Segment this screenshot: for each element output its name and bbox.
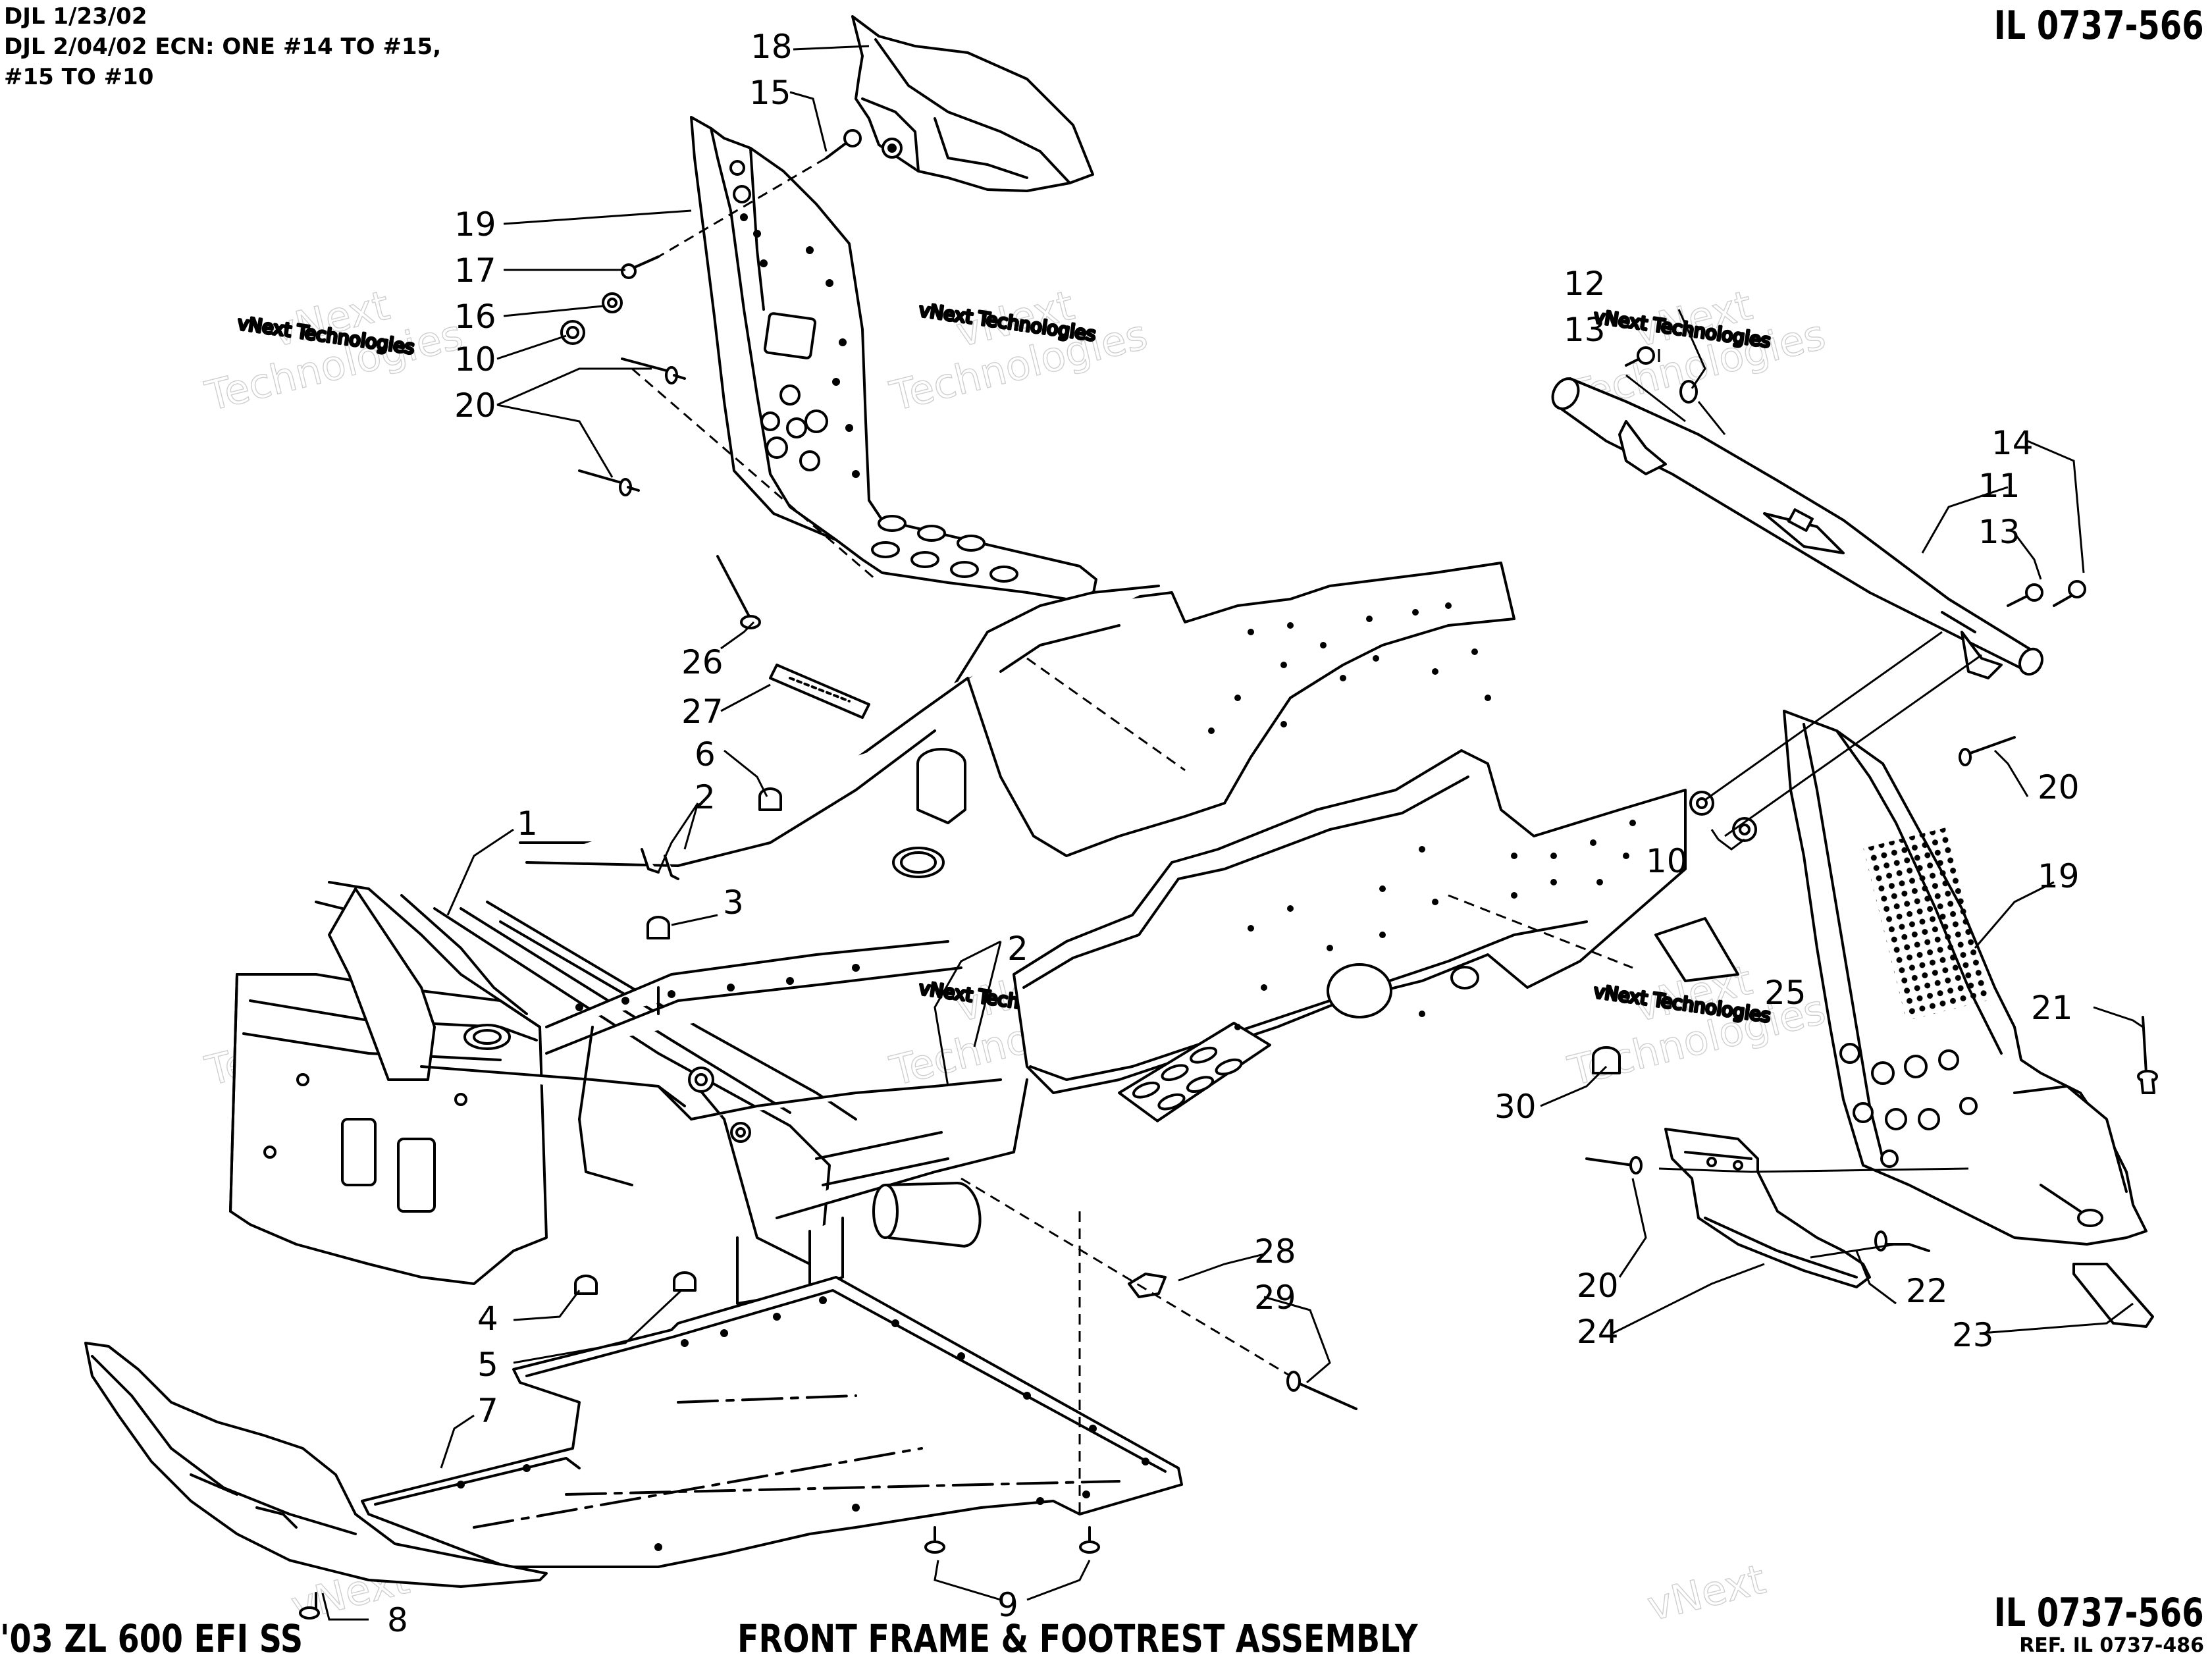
- callout-30: 30: [1494, 1088, 1537, 1126]
- part-19-footrest-left: [690, 116, 1097, 600]
- model-name: '03 ZL 600 EFI SS: [0, 1616, 303, 1661]
- reference-number: REF. IL 0737-486: [2019, 1634, 2204, 1657]
- callout-19b: 19: [2038, 857, 2080, 895]
- callout-19: 19: [454, 205, 496, 244]
- part-11-steering-tube: [1551, 377, 2043, 679]
- callout-16: 16: [454, 298, 496, 336]
- leader-lines: [321, 45, 2144, 1621]
- revision-note-2: DJL 2/04/02 ECN: ONE #14 TO #15,: [4, 34, 442, 60]
- callout-3: 3: [723, 883, 744, 922]
- callout-25: 25: [1764, 974, 1806, 1012]
- watermark-text: vNext: [1643, 1555, 1770, 1631]
- callout-22: 22: [1906, 1272, 1948, 1310]
- part-8-skid-plate: [84, 1342, 548, 1588]
- callout-9: 9: [997, 1586, 1018, 1624]
- part-18-cover: [851, 15, 1094, 192]
- callout-2b: 2: [1007, 930, 1028, 968]
- callout-11: 11: [1978, 467, 2020, 505]
- assembly-title: FRONT FRAME & FOOTREST ASSEMBLY: [737, 1616, 1418, 1661]
- tunnel-holes: [1208, 602, 1636, 1030]
- callout-13: 13: [1564, 311, 1606, 349]
- callout-28: 28: [1254, 1232, 1296, 1271]
- callout-29: 29: [1254, 1279, 1296, 1317]
- part-23-plate: [2072, 1263, 2154, 1328]
- part-19-footrest-right: [1783, 710, 2147, 1246]
- hardware: [299, 129, 2158, 1620]
- callout-8: 8: [387, 1601, 408, 1639]
- callout-23: 23: [1952, 1316, 1994, 1354]
- callout-10: 10: [454, 340, 496, 379]
- callout-labels: 18 15 19 17 16 10 20 26 27 6 2 3 1 2 4 5…: [387, 28, 2080, 1639]
- callout-24: 24: [1577, 1313, 1619, 1351]
- callout-20b: 20: [2038, 768, 2080, 806]
- callout-5: 5: [477, 1346, 498, 1384]
- callout-18: 18: [750, 28, 793, 66]
- callout-21: 21: [2031, 989, 2073, 1027]
- part-1-main-frame: [229, 562, 1687, 1305]
- callout-13b: 13: [1978, 513, 2020, 551]
- illustration-number: IL 0737-566: [1994, 3, 2204, 49]
- callout-4: 4: [477, 1300, 498, 1338]
- callout-20: 20: [454, 386, 496, 425]
- callout-12: 12: [1564, 265, 1606, 303]
- callout-7: 7: [477, 1392, 498, 1430]
- callout-1: 1: [517, 804, 538, 843]
- callout-10b: 10: [1646, 842, 1688, 880]
- revision-note-3: #15 TO #10: [4, 64, 154, 90]
- callout-17: 17: [454, 251, 496, 290]
- callout-14: 14: [1991, 424, 2034, 462]
- callout-15: 15: [749, 74, 791, 112]
- revision-note-1: DJL 1/23/02: [4, 3, 147, 30]
- callout-26: 26: [681, 643, 724, 681]
- revision-notes: DJL 1/23/02 DJL 2/04/02 ECN: ONE #14 TO …: [4, 1, 441, 92]
- callout-6: 6: [695, 735, 716, 774]
- illustration-number-footer: IL 0737-566: [1994, 1590, 2204, 1636]
- callout-2: 2: [695, 778, 716, 816]
- callout-20c: 20: [1577, 1267, 1619, 1305]
- part-7-belly-pan: [361, 1276, 1183, 1568]
- callout-27: 27: [681, 693, 724, 731]
- part-24-bracket: [1664, 1128, 1871, 1288]
